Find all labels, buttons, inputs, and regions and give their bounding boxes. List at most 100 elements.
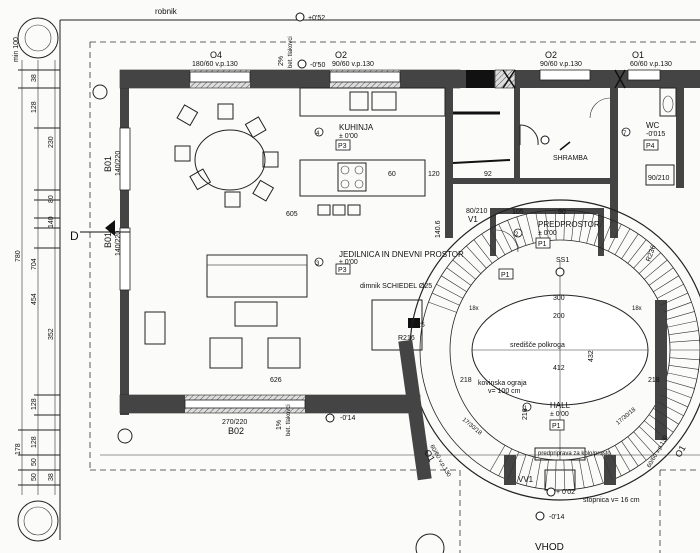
stair-tread xyxy=(459,252,482,274)
living-furniture xyxy=(144,254,423,369)
stair-tread xyxy=(638,426,661,448)
bet-tlakovci-bottom: bet. tlakovci xyxy=(286,404,292,436)
room-tags xyxy=(314,127,659,431)
window-o4: O4 xyxy=(210,50,222,60)
v1-door: 80/210 xyxy=(466,208,488,215)
stair-tread xyxy=(653,275,679,292)
dim-105: 105 xyxy=(512,209,524,216)
dim-120: 120 xyxy=(428,171,440,178)
level-mid: -0'50 xyxy=(310,62,325,69)
stair-tread xyxy=(436,284,464,299)
stair-tread xyxy=(507,220,520,249)
svg-text:178: 178 xyxy=(15,443,22,455)
hall-name: HALL xyxy=(550,401,571,410)
stair-tread xyxy=(516,454,527,484)
stair-tread xyxy=(525,214,534,244)
stair-seg-b: 17/30/18 xyxy=(615,406,637,426)
entry-name: PREDPROSTOR xyxy=(538,220,600,229)
slope-2: 1% xyxy=(276,420,283,430)
dim-60: 60 xyxy=(388,171,396,178)
doors xyxy=(105,97,611,253)
svg-text:50: 50 xyxy=(31,458,38,466)
stair-tread xyxy=(667,372,698,380)
stair-tread xyxy=(481,233,499,259)
stair-tread xyxy=(600,220,613,249)
window-o2b: O2 xyxy=(545,50,557,60)
tes-b: 18x xyxy=(632,306,642,312)
stair-tread xyxy=(627,239,647,264)
window-b02-spec: 270/220 xyxy=(222,419,247,426)
kitchen-tag: P3 xyxy=(338,143,347,150)
small-box-label: predpriprava za kolo/prosto xyxy=(538,451,611,457)
r216-label: R216 xyxy=(398,335,415,342)
stair-tread xyxy=(607,448,622,476)
stair-tread xyxy=(633,431,654,455)
slope-1: 2% xyxy=(278,56,285,66)
stair-tread xyxy=(535,458,542,488)
vv1-label: VV1 xyxy=(518,475,534,484)
stair-tread xyxy=(525,456,534,486)
stair-tread xyxy=(489,445,506,472)
dim-605: 605 xyxy=(286,211,298,218)
stair-tread xyxy=(663,387,692,399)
stair-tread xyxy=(663,301,692,313)
wc-fixtures xyxy=(645,87,677,186)
dim-218b: 218 xyxy=(648,377,660,384)
dim-626: 626 xyxy=(270,377,282,384)
wc-tag: P4 xyxy=(646,143,655,150)
dim-218a: 218 xyxy=(460,377,472,384)
wc-name: WC xyxy=(646,121,660,130)
stair-tread xyxy=(578,212,585,242)
svg-text:50: 50 xyxy=(31,473,38,481)
ss1-label: SS1 xyxy=(556,257,569,264)
stair-tread xyxy=(614,228,631,255)
v1-label: V1 xyxy=(468,215,478,224)
dining-tag: P3 xyxy=(338,267,347,274)
svg-text:454: 454 xyxy=(31,293,38,305)
svg-text:38: 38 xyxy=(48,473,55,481)
hall-tag: P1 xyxy=(552,423,561,430)
stair-tread xyxy=(669,339,700,343)
window-b02: B02 xyxy=(228,426,244,436)
dim-432: 432 xyxy=(588,350,595,362)
section-mark: D xyxy=(70,229,79,243)
stair-tread xyxy=(660,394,689,408)
step-label: stopnica v= 16 cm xyxy=(583,497,640,504)
r225-label: R225 xyxy=(408,322,425,329)
stair-tread xyxy=(653,408,679,425)
window-o1a-spec: 60/60 v.p.130 xyxy=(630,61,672,68)
entry-tag: P1 xyxy=(538,241,547,248)
stair-tread xyxy=(660,292,689,306)
stair-tread xyxy=(600,451,613,480)
dim-outer: 780 xyxy=(15,250,22,262)
kitchen-level: ± 0'00 xyxy=(339,133,358,140)
ground-label: robnik xyxy=(155,7,178,16)
min100-label: min 100 xyxy=(13,37,20,62)
entrance-label: VHOD xyxy=(535,542,564,553)
stair-tread xyxy=(668,330,699,335)
dim-300: 300 xyxy=(553,295,565,302)
dim-90: 90 xyxy=(558,209,566,216)
stair-tread xyxy=(668,365,699,370)
window-o2a-spec: 90/60 v.p.130 xyxy=(332,61,374,68)
stair-tread xyxy=(452,259,476,280)
stair-tread xyxy=(473,239,493,264)
stair-tread xyxy=(614,445,631,472)
window-b01a-spec: 140/220 xyxy=(115,151,122,176)
dim-216: 216 xyxy=(522,408,529,420)
entry-level: ± 0'00 xyxy=(538,230,557,237)
left-dim-text: 780 704 38 128 230 80 140 454 352 128 17… xyxy=(15,74,55,481)
stair-tread xyxy=(669,357,700,361)
stair-tread xyxy=(554,210,557,241)
top-level: +0'52 xyxy=(308,15,325,22)
stair-tread xyxy=(586,456,595,486)
stair-tread xyxy=(507,451,520,480)
stair-treads xyxy=(428,210,700,490)
window-o2b-spec: 90/60 v.p.130 xyxy=(540,61,582,68)
dining-table xyxy=(174,103,279,208)
window-o2a: O2 xyxy=(335,50,347,60)
stair-tread xyxy=(441,275,467,292)
dining-no: 3 xyxy=(316,261,320,267)
stair-tread xyxy=(656,284,684,299)
